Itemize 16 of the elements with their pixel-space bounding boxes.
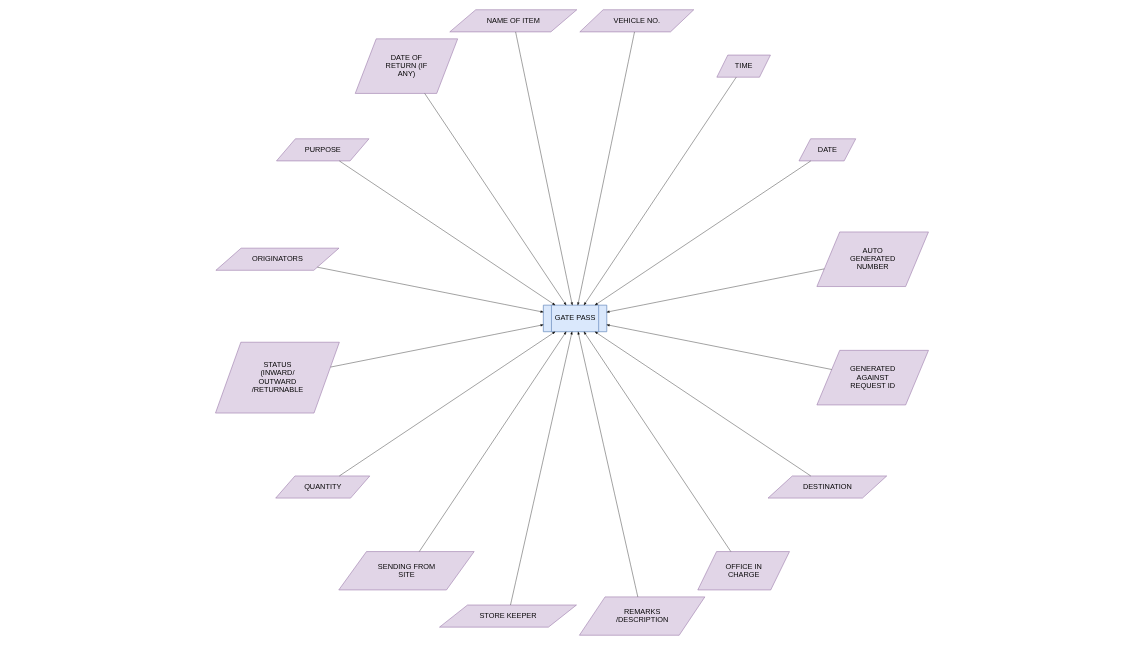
arrow (339, 331, 556, 477)
arrow (583, 77, 737, 306)
arrow (510, 331, 573, 606)
arrow (577, 331, 638, 598)
arrow (317, 267, 544, 313)
arrow (594, 331, 811, 477)
arrow (419, 331, 567, 552)
arrow (583, 331, 731, 552)
arrow (577, 31, 635, 306)
arrow (424, 93, 567, 306)
arrow (330, 324, 544, 368)
arrow (594, 160, 811, 306)
arrow (515, 31, 573, 306)
arrow (606, 324, 832, 370)
arrow (339, 160, 556, 306)
arrow (606, 268, 825, 313)
